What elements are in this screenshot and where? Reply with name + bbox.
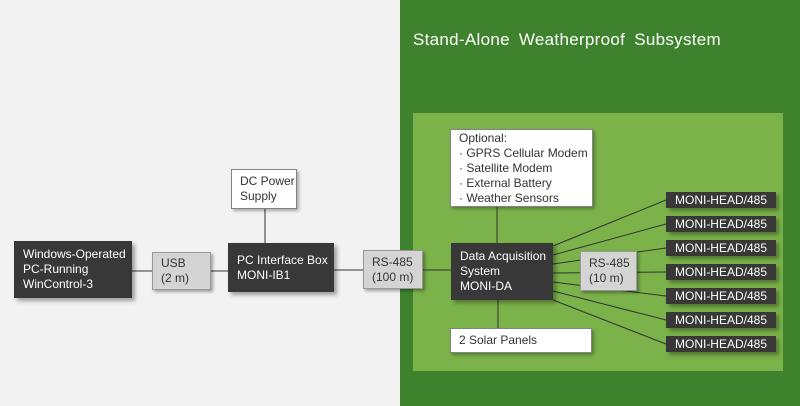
connector-da-head-1 — [552, 199, 667, 247]
node-pc-interface-box: PC Interface Box MONI-IB1 — [228, 243, 334, 292]
node-windows-pc-line1: Windows-Operated — [23, 247, 126, 261]
node-da-line3: MONI-DA — [460, 279, 512, 293]
node-data-acquisition-system: Data Acquisition System MONI-DA — [451, 243, 553, 300]
node-rs485-10m-line2: (10 m) — [589, 271, 624, 285]
node-usb-cable: USB (2 m) — [152, 252, 211, 290]
optional-item-gprs-modem: · GPRS Cellular Modem — [459, 145, 588, 160]
node-dc-power-line1: DC Power — [240, 174, 295, 188]
node-windows-pc: Windows-Operated PC-Running WinControl-3 — [14, 241, 132, 298]
node-moni-head-3: MONI-HEAD/485 — [666, 240, 776, 256]
node-dc-power-line2: Supply — [240, 189, 277, 203]
connector-da-head-7 — [552, 299, 667, 345]
node-rs485-10m-line1: RS-485 — [589, 256, 630, 270]
node-pc-interface-line2: MONI-IB1 — [237, 267, 291, 282]
node-dc-power-supply: DC Power Supply — [231, 169, 297, 209]
optional-item-satellite-modem: · Satellite Modem — [459, 160, 553, 175]
node-usb-line2: (2 m) — [161, 271, 189, 285]
node-moni-head-1: MONI-HEAD/485 — [666, 192, 776, 208]
node-da-line1: Data Acquisition — [460, 249, 547, 263]
node-windows-pc-line2: PC-Running — [23, 262, 89, 276]
node-moni-head-7: MONI-HEAD/485 — [666, 336, 776, 352]
node-usb-line1: USB — [161, 256, 186, 270]
optional-item-external-battery: · External Battery — [459, 175, 552, 190]
node-da-line2: System — [460, 264, 501, 278]
subsystem-title: Stand-Alone Weatherproof Subsystem — [413, 30, 721, 49]
node-solar-line1: 2 Solar Panels — [459, 333, 538, 347]
node-rs485-100m-cable: RS-485 (100 m) — [363, 250, 423, 289]
connector-da-head-2 — [552, 223, 667, 256]
node-rs485-100m-line2: (100 m) — [372, 269, 414, 284]
node-rs485-100m-line1: RS-485 — [372, 254, 413, 269]
node-pc-interface-line1: PC Interface Box — [237, 252, 328, 267]
optional-item-weather-sensors: · Weather Sensors — [459, 190, 559, 205]
node-rs485-10m-cable: RS-485 (10 m) — [580, 251, 637, 291]
node-moni-head-2: MONI-HEAD/485 — [666, 216, 776, 232]
connector-da-head-6 — [552, 290, 667, 321]
node-windows-pc-line3: WinControl-3 — [23, 277, 94, 291]
optional-heading: Optional: — [459, 130, 508, 145]
node-solar-panels: 2 Solar Panels — [450, 328, 592, 353]
node-moni-head-4: MONI-HEAD/485 — [666, 264, 776, 280]
node-optional-equipment: Optional: · GPRS Cellular Modem · Satell… — [450, 129, 593, 207]
node-moni-head-6: MONI-HEAD/485 — [666, 312, 776, 328]
node-moni-head-5: MONI-HEAD/485 — [666, 288, 776, 304]
